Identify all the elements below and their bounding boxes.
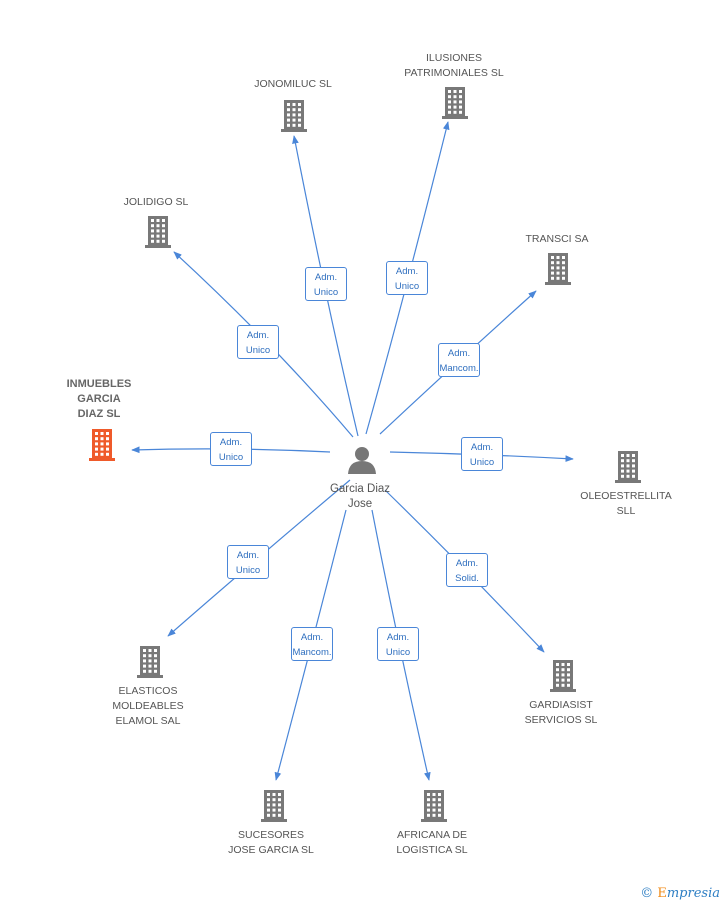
brand-initial: E bbox=[657, 886, 667, 901]
building-icon-elasticos bbox=[137, 646, 163, 678]
company-label-transci[interactable]: TRANSCI SA bbox=[525, 233, 589, 245]
role-badge-gardiasist: Adm. Solid. bbox=[446, 553, 488, 587]
company-label-inmuebles[interactable]: INMUEBLES GARCIA DIAZ SL bbox=[66, 378, 132, 420]
role-badge-oleoestrellita: Adm. Unico bbox=[461, 437, 503, 471]
building-icon-gardiasist bbox=[550, 660, 576, 692]
copyright-symbol: © bbox=[640, 886, 654, 901]
building-icon-transci bbox=[545, 253, 571, 285]
company-label-oleoestrellita[interactable]: OLEOESTRELLITA SLL bbox=[580, 490, 672, 517]
role-badge-africana: Adm. Unico bbox=[377, 627, 419, 661]
role-badge-elasticos: Adm. Unico bbox=[227, 545, 269, 579]
role-badge-jolidigo: Adm. Unico bbox=[237, 325, 279, 359]
role-badge-ilusiones: Adm. Unico bbox=[386, 261, 428, 295]
building-icon-sucesores bbox=[261, 790, 287, 822]
company-label-ilusiones[interactable]: ILUSIONES PATRIMONIALES SL bbox=[404, 52, 504, 79]
building-icon-inmuebles bbox=[89, 429, 115, 461]
role-badge-jonomiluc: Adm. Unico bbox=[305, 267, 347, 301]
company-label-gardiasist[interactable]: GARDIASIST SERVICIOS SL bbox=[524, 699, 598, 726]
company-label-africana[interactable]: AFRICANA DE LOGISTICA SL bbox=[396, 829, 468, 856]
building-icon-ilusiones bbox=[442, 87, 468, 119]
building-icon-africana bbox=[421, 790, 447, 822]
building-icon-jolidigo bbox=[145, 216, 171, 248]
role-badge-transci: Adm. Mancom. bbox=[438, 343, 480, 377]
building-icon-jonomiluc bbox=[281, 100, 307, 132]
company-label-jonomiluc[interactable]: JONOMILUC SL bbox=[254, 78, 332, 90]
role-badge-sucesores: Adm. Mancom. bbox=[291, 627, 333, 661]
company-label-jolidigo[interactable]: JOLIDIGO SL bbox=[123, 196, 189, 208]
person-name[interactable]: Garcia Diaz Jose bbox=[329, 483, 391, 510]
building-icon-oleoestrellita bbox=[615, 451, 641, 483]
person-icon bbox=[348, 447, 376, 474]
role-badge-inmuebles: Adm. Unico bbox=[210, 432, 252, 466]
brand-logo: © Empresia bbox=[640, 886, 720, 901]
company-label-elasticos[interactable]: ELASTICOS MOLDEABLES ELAMOL SAL bbox=[112, 685, 184, 727]
brand-name: mpresia bbox=[666, 886, 720, 901]
company-label-sucesores[interactable]: SUCESORES JOSE GARCIA SL bbox=[228, 829, 314, 856]
